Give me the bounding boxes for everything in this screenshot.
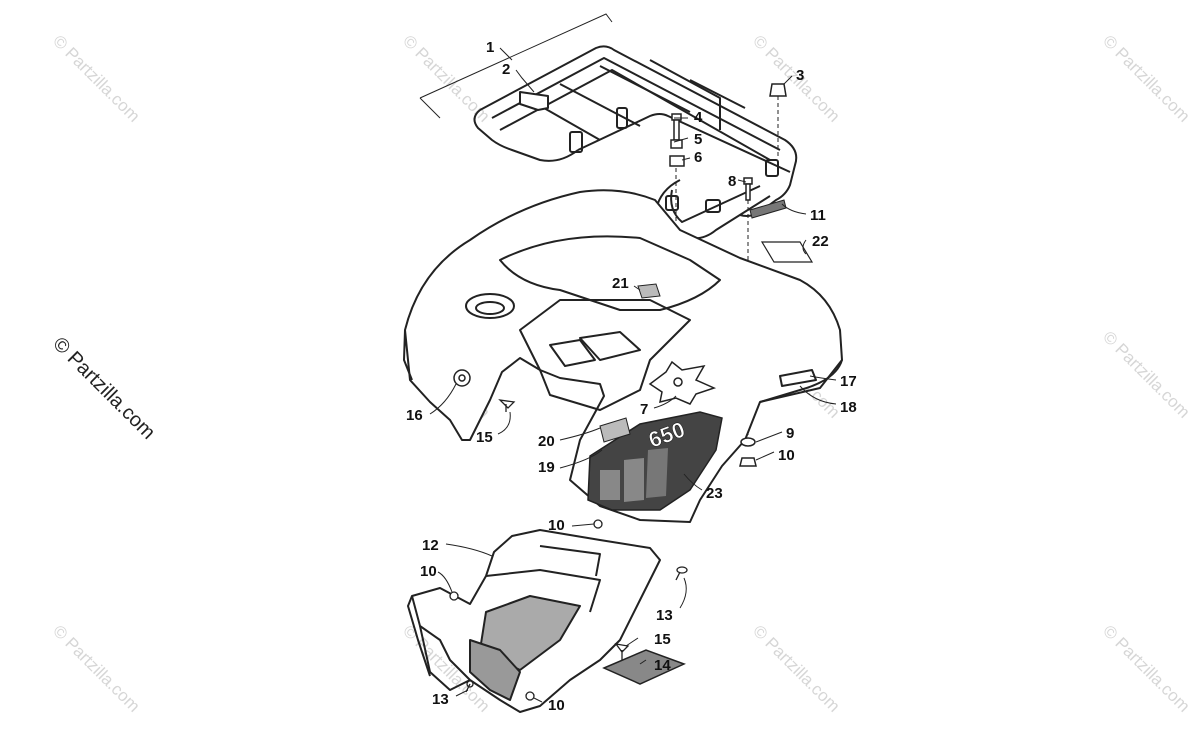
leader-lines [429,47,837,703]
callout-17: 17 [840,373,857,390]
footrest-pad [602,649,686,685]
callout-8: 8 [728,173,736,190]
callout-1: 1 [486,39,494,56]
footwell [407,529,661,713]
callout-3: 3 [796,67,804,84]
callout-2: 2 [502,61,510,78]
watermark-text: © Partzilla.com [1099,31,1193,125]
watermark-text: © Partzilla.com [1099,327,1193,421]
callout-11: 11 [810,207,826,224]
watermark-text: © Partzilla.com [749,621,843,715]
watermark-text: © Partzilla.com [1099,621,1193,715]
push-rivet-lower [614,643,630,660]
callout-5: 5 [694,131,702,148]
rear-rack [473,45,798,240]
callout-10: 10 [548,697,565,714]
callout-18: 18 [840,399,857,416]
callout-13: 13 [432,691,449,708]
rear-fender [403,189,843,523]
callout-15: 15 [654,631,671,648]
callout-7: 7 [640,401,648,418]
rack-decal [749,199,787,219]
callout-6: 6 [694,149,702,166]
callout-15: 15 [476,429,493,446]
callout-14: 14 [654,657,671,674]
fender-splash-panel [648,360,717,405]
callout-19: 19 [538,459,555,476]
callout-10: 10 [420,563,437,580]
push-rivet [498,399,516,412]
washer-nut [739,437,757,467]
callout-23: 23 [706,485,723,502]
callout-4: 4 [694,109,703,126]
loose-decal [760,241,814,263]
callout-20: 20 [538,433,555,450]
watermark-text: © Partzilla.com [49,621,143,715]
screw-right [675,566,688,581]
small-nuts [449,519,603,701]
callout-12: 12 [422,537,439,554]
callout-10: 10 [548,517,565,534]
callout-16: 16 [406,407,423,424]
callout-13: 13 [656,607,673,624]
copyright-label: © Partzilla.com [48,333,159,444]
callout-21: 21 [612,275,629,292]
assembly-bracket [419,13,613,119]
callout-labels: 1 2 3 4 5 6 7 8 9 10 10 10 10 11 12 13 1… [406,39,857,714]
callout-9: 9 [786,425,794,442]
callout-22: 22 [812,233,829,250]
small-decals [599,283,661,443]
callout-10: 10 [778,447,795,464]
watermark-text: © Partzilla.com [49,31,143,125]
hardware-parts [669,83,787,201]
grommet [453,369,471,387]
